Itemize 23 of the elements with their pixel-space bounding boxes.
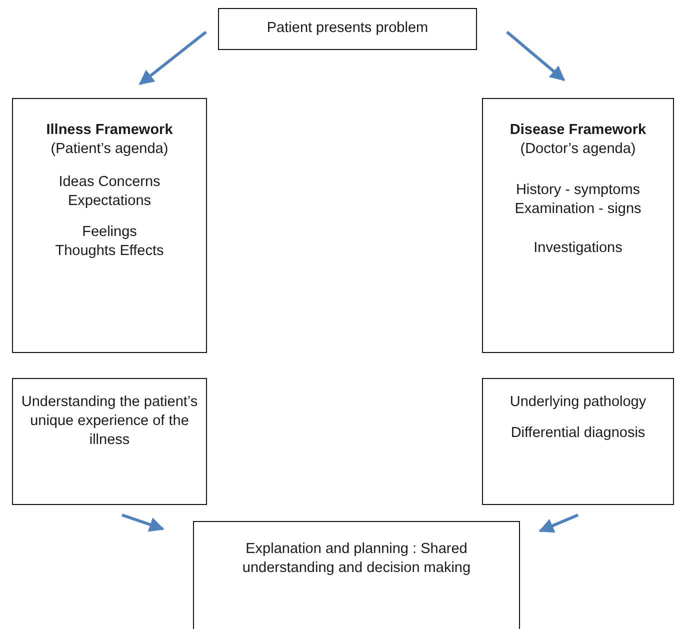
text-box	[12, 378, 207, 505]
box-text: Ideas Concerns Expectations	[58, 173, 162, 211]
text-box	[12, 98, 207, 353]
box-text: History - symptoms Examination - signs	[514, 181, 642, 219]
arrow	[506, 30, 566, 82]
box-text: Underlying pathology	[510, 393, 646, 412]
box-text: (Patient’s agenda)	[50, 140, 168, 159]
box-text: Investigations	[534, 239, 622, 258]
box-text: Feelings Thoughts Effects	[54, 223, 164, 261]
text-box	[218, 8, 477, 50]
box-text: (Doctor’s agenda)	[520, 140, 636, 159]
arrow	[538, 514, 579, 533]
box-text: Patient presents problem	[266, 19, 428, 38]
box-text: Illness Framework	[46, 121, 173, 140]
arrow	[138, 30, 207, 86]
arrow	[122, 514, 164, 532]
box-text: Explanation and planning : Shared understanding and decision making	[241, 540, 472, 578]
text-box	[193, 521, 520, 629]
text-box	[482, 378, 674, 505]
text-box	[482, 98, 674, 353]
box-text: Disease Framework	[510, 121, 646, 140]
box-text: Understanding the patient’s unique experience of the illness	[20, 393, 199, 450]
box-text: Differential diagnosis	[510, 424, 646, 443]
